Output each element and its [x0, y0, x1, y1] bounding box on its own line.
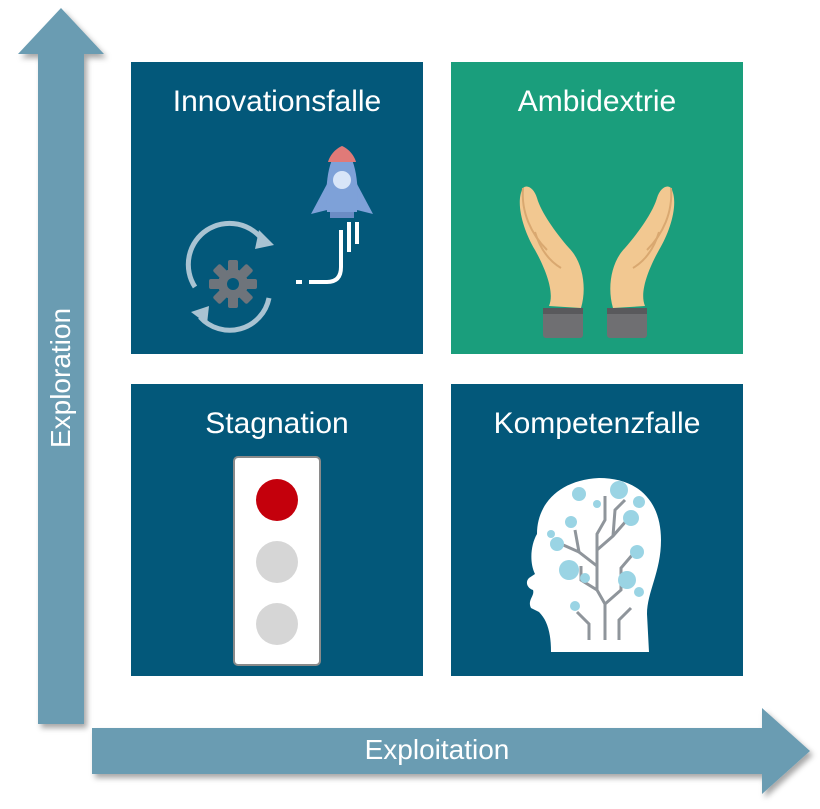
- quadrant-innovationsfalle: Innovationsfalle: [131, 62, 423, 354]
- quadrant-ambidextrie: Ambidextrie: [451, 62, 743, 354]
- y-axis-label: Exploration: [45, 307, 76, 449]
- quadrant-kompetenzfalle: Kompetenzfalle: [451, 384, 743, 676]
- red-signal-light: [256, 479, 298, 521]
- x-axis-label: Exploitation: [364, 734, 510, 765]
- grey-signal-light: [256, 541, 298, 583]
- quadrant-stagnation: Stagnation: [131, 384, 423, 676]
- open-hands-icon: [519, 186, 675, 338]
- traffic-light-icon: [233, 456, 321, 666]
- head-circuit-icon: [526, 478, 661, 652]
- x-axis-arrow: [92, 708, 810, 794]
- quadrant-title: Ambidextrie: [517, 85, 677, 118]
- quadrant-title: Kompetenzfalle: [493, 407, 701, 440]
- rocket-gear-icon: [185, 146, 373, 333]
- grey-signal-light: [256, 603, 298, 645]
- y-axis-arrow: [18, 8, 104, 724]
- quadrant-title: Stagnation: [205, 407, 349, 440]
- quadrant-title: Innovationsfalle: [172, 85, 382, 118]
